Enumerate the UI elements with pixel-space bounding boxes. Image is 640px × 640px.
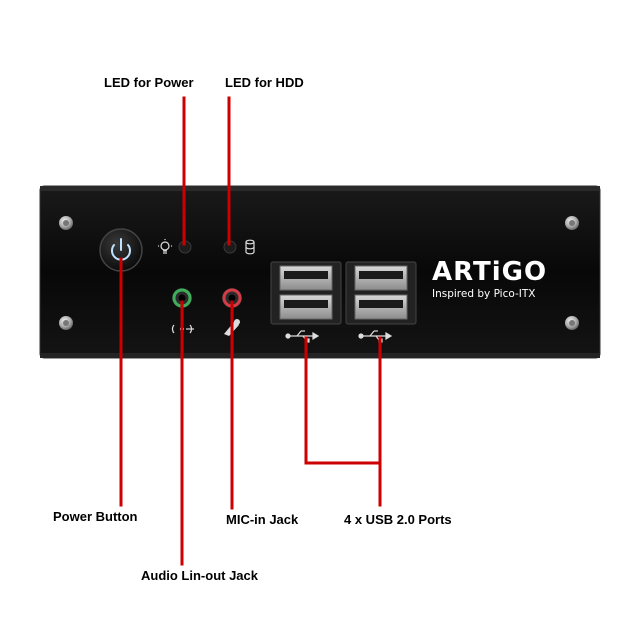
usb-port[interactable] (279, 265, 333, 291)
label-power-button: Power Button (53, 509, 138, 524)
label-audio-out: Audio Lin-out Jack (141, 568, 258, 583)
screw-top-right (565, 216, 579, 230)
callout-lines (119, 96, 382, 566)
database-icon (245, 239, 255, 255)
usb-port-stack-left (270, 261, 342, 325)
usb-port[interactable] (354, 294, 408, 320)
brand-tagline: Inspired by Pico-ITX (432, 288, 535, 300)
mic-in-jack[interactable] (222, 288, 242, 308)
label-mic-in: MIC-in Jack (226, 512, 299, 527)
screw-bottom-right (565, 316, 579, 330)
screw-bottom-left (59, 316, 73, 330)
usb-port[interactable] (279, 294, 333, 320)
brand-logo: ARTiGO (432, 257, 547, 287)
bulb-icon (158, 239, 172, 254)
label-led-power: LED for Power (104, 75, 194, 90)
label-usb-ports: 4 x USB 2.0 Ports (344, 512, 452, 527)
screw-top-left (59, 216, 73, 230)
label-led-hdd: LED for HDD (225, 75, 304, 90)
usb-port[interactable] (354, 265, 408, 291)
usb-port-stack-right (345, 261, 417, 325)
callout-usb (304, 336, 382, 507)
